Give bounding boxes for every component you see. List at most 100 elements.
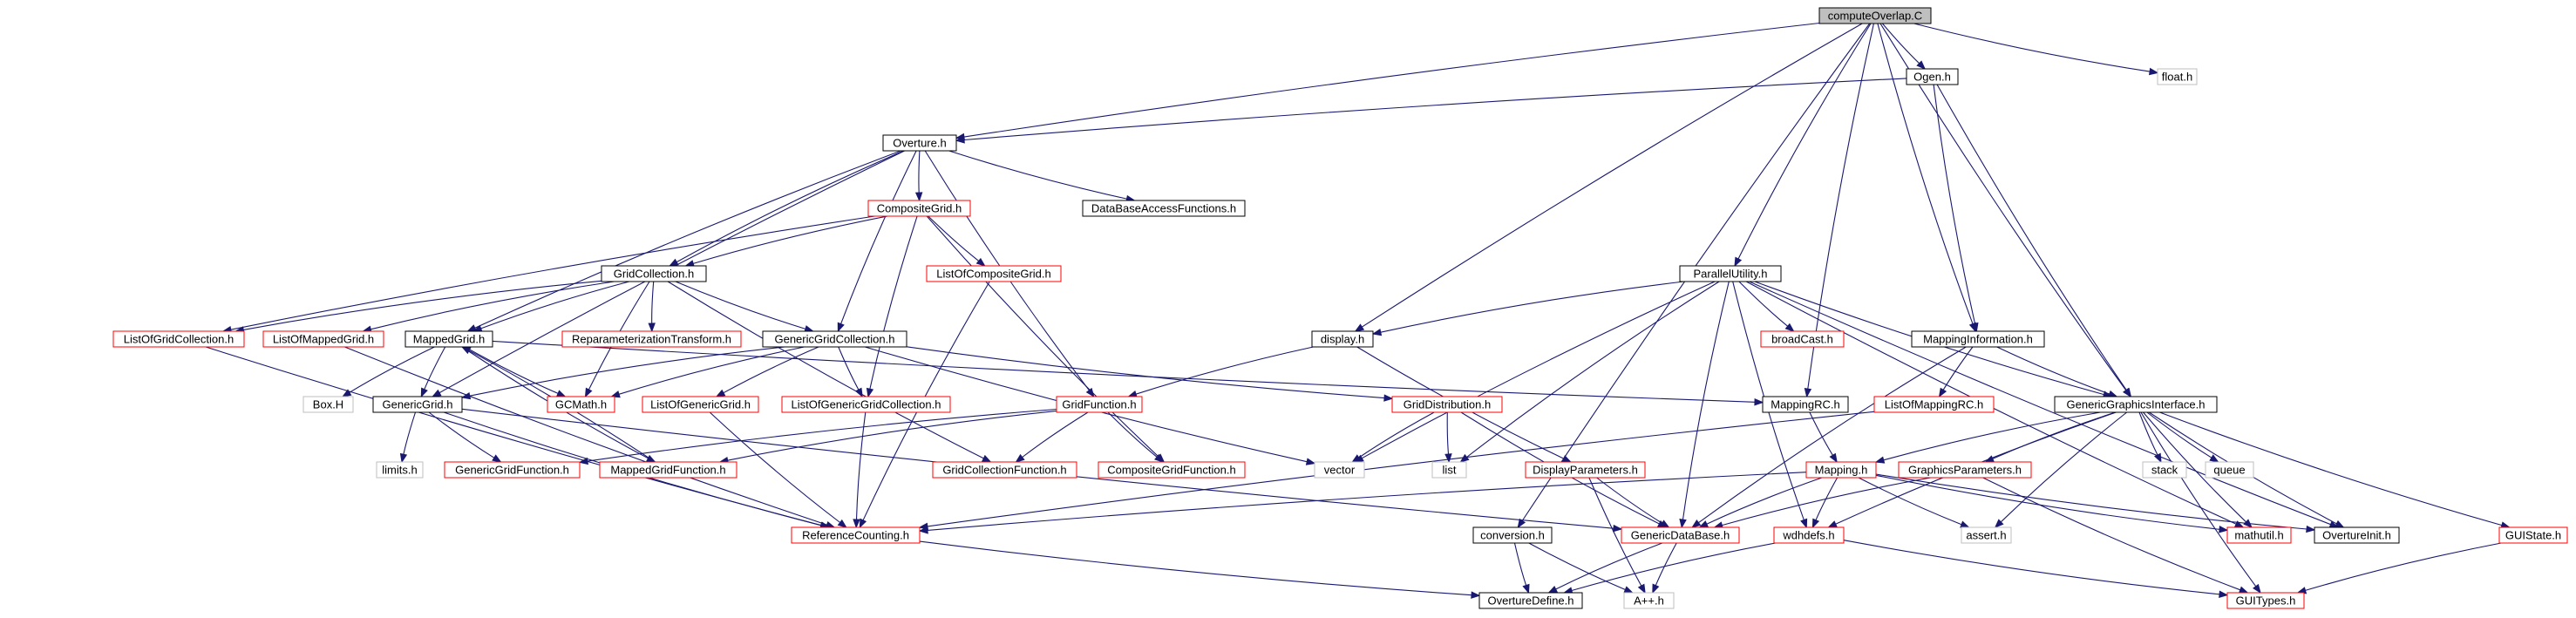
node-Mapping[interactable]: Mapping.h (1805, 461, 1877, 479)
node-GCMath[interactable]: GCMath.h (547, 396, 615, 413)
edge-line (1528, 542, 1626, 591)
node-vector[interactable]: vector (1314, 461, 1365, 479)
edge-line (840, 150, 917, 324)
edge-GenericGraphicsInterface-to-assert (1994, 411, 2128, 528)
node-GenericGraphicsInterface[interactable]: GenericGraphicsInterface.h (2054, 396, 2218, 413)
edge-arrowhead (1305, 458, 1316, 465)
edge-ReferenceCounting-to-OvertureDefine (919, 540, 1481, 599)
edge-GridCollection-to-ReparameterizationTransform (648, 281, 656, 333)
edge-line (926, 215, 1159, 458)
edge-arrowhead (399, 452, 408, 464)
node-ListOfGenericGrid[interactable]: ListOfGenericGrid.h (642, 396, 759, 413)
node-MappingRC[interactable]: MappingRC.h (1762, 396, 1849, 413)
node-OvertureInit[interactable]: OvertureInit.h (2314, 526, 2400, 544)
node-display[interactable]: display.h (1311, 330, 1374, 348)
edge-GenericGridCollection-to-GCMath (610, 346, 805, 398)
node-broadCast[interactable]: broadCast.h (1760, 330, 1845, 348)
node-ListOfCompositeGrid[interactable]: ListOfCompositeGrid.h (926, 265, 1062, 282)
node-CompositeGridFunction[interactable]: CompositeGridFunction.h (1098, 461, 1246, 479)
node-limits[interactable]: limits.h (376, 461, 424, 479)
edge-line (1738, 281, 1789, 327)
node-box (2157, 68, 2198, 85)
edge-GridCollection-to-ListOfGridCollection (234, 280, 602, 334)
edge-arrowhead (341, 389, 352, 397)
node-stack[interactable]: stack (2142, 461, 2187, 479)
edge-GridCollection-to-GridCollectionFunction (667, 281, 992, 463)
edge-line (1022, 411, 1089, 458)
edge-wdhdefs-to-OvertureDefine (1562, 542, 1776, 594)
node-label: GenericDataBase.h (1631, 529, 1730, 542)
edge-Mapping-to-wdhdefs (1811, 477, 1839, 529)
edge-line (918, 150, 921, 194)
node-label: GenericGraphicsInterface.h (2067, 398, 2206, 411)
node-ListOfMappedGrid[interactable]: ListOfMappedGrid.h (262, 330, 384, 348)
node-MappedGridFunction[interactable]: MappedGridFunction.h (599, 461, 737, 479)
edge-arrowhead (1471, 591, 1481, 599)
node-box (599, 461, 737, 479)
node-label: queue (2213, 464, 2245, 477)
node-GridDistribution[interactable]: GridDistribution.h (1391, 396, 1503, 413)
edge-arrowhead (982, 454, 992, 463)
node-ListOfGenericGridCollection[interactable]: ListOfGenericGridCollection.h (781, 396, 951, 413)
edge-line (1698, 346, 1967, 524)
node-GenericGridFunction[interactable]: GenericGridFunction.h (444, 461, 581, 479)
node-GenericGridCollection[interactable]: GenericGridCollection.h (762, 330, 907, 348)
edge-arrowhead (1811, 518, 1820, 529)
edge-Overture-to-GridCollection (669, 150, 904, 267)
edge-GenericGridCollection-to-ListOfGenericGrid (715, 346, 819, 397)
node-float[interactable]: float.h (2157, 68, 2198, 85)
node-GUIState[interactable]: GUIState.h (2498, 526, 2568, 544)
node-GenericDataBase[interactable]: GenericDataBase.h (1621, 526, 1740, 544)
node-Aplusplus[interactable]: A++.h (1623, 592, 1675, 609)
node-box (1818, 7, 1932, 24)
edge-line (230, 215, 875, 330)
node-ParallelUtility[interactable]: ParallelUtility.h (1679, 265, 1782, 282)
edge-arrowhead (1154, 453, 1165, 463)
node-label: ListOfMappedGrid.h (273, 333, 374, 346)
node-ListOfGridCollection[interactable]: ListOfGridCollection.h (112, 330, 245, 348)
edge-Overture-to-GenericGridCollection (837, 150, 917, 333)
node-CompositeGrid[interactable]: CompositeGrid.h (867, 200, 971, 217)
edge-arrowhead (2219, 526, 2229, 533)
node-box (2226, 526, 2292, 544)
node-Overture[interactable]: Overture.h (882, 134, 957, 152)
edge-line (2000, 411, 2128, 523)
node-conversion[interactable]: conversion.h (1472, 526, 1553, 544)
node-MappedGrid[interactable]: MappedGrid.h (404, 330, 493, 348)
edge-arrowhead (837, 519, 847, 528)
edge-arrowhead (853, 519, 860, 529)
node-computeOverlap: computeOverlap.C (1818, 7, 1932, 24)
node-OvertureDefine[interactable]: OvertureDefine.h (1478, 592, 1583, 609)
node-wdhdefs[interactable]: wdhdefs.h (1773, 526, 1845, 544)
edge-line (927, 472, 1807, 531)
node-GridCollectionFunction[interactable]: GridCollectionFunction.h (932, 461, 1077, 479)
node-box (1911, 330, 2045, 348)
node-box (262, 330, 384, 348)
node-label: GridFunction.h (1062, 398, 1136, 411)
node-GUITypes[interactable]: GUITypes.h (2226, 592, 2305, 609)
node-GridFunction[interactable]: GridFunction.h (1056, 396, 1143, 413)
nodes-layer: computeOverlap.C Ogen.h float.hOverture.hC… (112, 7, 2568, 609)
edges-layer (205, 22, 2511, 599)
node-assert[interactable]: assert.h (1961, 526, 2012, 544)
node-GraphicsParameters[interactable]: GraphicsParameters.h (1898, 461, 2032, 479)
edge-ListOfGenericGridCollection-to-ReferenceCounting (853, 411, 867, 529)
node-box (926, 265, 1062, 282)
edge-line (243, 280, 602, 330)
node-DataBaseAccessFunctions[interactable]: DataBaseAccessFunctions.h (1082, 200, 1246, 217)
node-queue[interactable]: queue (2205, 461, 2254, 479)
node-MappingInformation[interactable]: MappingInformation.h (1911, 330, 2045, 348)
node-GridCollection[interactable]: GridCollection.h (601, 265, 707, 282)
node-list[interactable]: list (1431, 461, 1467, 479)
node-mathutil[interactable]: mathutil.h (2226, 526, 2292, 544)
node-DisplayParameters[interactable]: DisplayParameters.h (1525, 461, 1646, 479)
edge-line (1913, 23, 2151, 72)
node-GenericGrid[interactable]: GenericGrid.h (372, 396, 463, 413)
edge-arrowhead (2123, 387, 2132, 398)
node-label: CompositeGrid.h (877, 202, 962, 215)
node-BoxH[interactable]: Box.H (302, 396, 354, 413)
node-ReferenceCounting[interactable]: ReferenceCounting.h (791, 526, 921, 544)
node-ListOfMappingRC[interactable]: ListOfMappingRC.h (1873, 396, 1995, 413)
node-ReparameterizationTransform[interactable]: ReparameterizationTransform.h (561, 330, 742, 348)
node-Ogen[interactable]: Ogen.h (1906, 68, 1959, 85)
